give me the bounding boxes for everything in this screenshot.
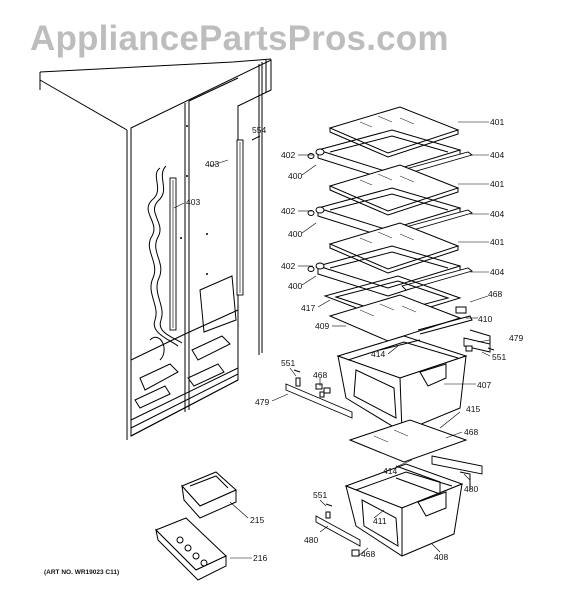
callout-551-left: 551 (281, 358, 295, 368)
callout-554: 554 (252, 125, 266, 135)
egg-bin-216 (155, 517, 227, 581)
callout-402-top: 402 (281, 150, 295, 160)
callout-404-middle: 404 (490, 209, 504, 219)
shelf-glass-top (328, 106, 460, 158)
callout-479-right: 479 (509, 333, 523, 343)
callout-408: 408 (434, 552, 448, 562)
callout-403-left: 403 (186, 197, 200, 207)
callout-480-right: 480 (464, 484, 478, 494)
callout-216: 216 (253, 553, 267, 563)
callout-215: 215 (250, 515, 264, 525)
callout-414-lower: 414 (383, 466, 397, 476)
callout-551-right: 551 (492, 352, 506, 362)
callout-468-lower-left: 468 (361, 549, 375, 559)
drawer-slide-left-upper (285, 377, 353, 419)
crisper-drawer-lower (344, 463, 464, 557)
callout-468-top: 468 (488, 289, 502, 299)
callout-404-lower: 404 (490, 267, 504, 277)
door-bin-215 (181, 471, 237, 519)
callout-551-lower: 551 (313, 490, 327, 500)
leader-lines (173, 121, 491, 559)
callout-labels: 554 403 403 401 402 404 400 401 402 404 … (186, 117, 523, 563)
callout-468-lower-right: 468 (464, 427, 478, 437)
cabinet-liner (39, 58, 272, 440)
callout-402-lower: 402 (281, 261, 295, 271)
callout-401-middle: 401 (490, 179, 504, 189)
callout-400-top: 400 (288, 171, 302, 181)
callout-400-middle: 400 (288, 229, 302, 239)
callout-400-lower: 400 (288, 281, 302, 291)
callout-468-upper-left: 468 (313, 370, 327, 380)
callout-403-right: 403 (205, 159, 219, 169)
drawer-slide-right-lower (431, 455, 483, 490)
callout-407: 407 (477, 380, 491, 390)
callout-411: 411 (373, 516, 387, 526)
shelf-glass-middle (328, 164, 460, 216)
callout-415: 415 (466, 404, 480, 414)
callout-401-lower: 401 (490, 237, 504, 247)
callout-401-top: 401 (490, 117, 504, 127)
lower-crisper-glass (348, 419, 468, 463)
callout-417: 417 (301, 303, 315, 313)
watermark-text: AppliancePartsPros.com (30, 19, 449, 58)
crisper-drawer-upper (336, 335, 468, 433)
shelf-glass-lower (328, 222, 460, 274)
drawer-slide-right-upper (463, 329, 491, 353)
callout-409: 409 (315, 321, 329, 331)
drawer-slide-left-lower (315, 511, 361, 547)
callout-410: 410 (478, 314, 492, 324)
shelf-frame-lower (307, 245, 473, 297)
callout-414-upper: 414 (371, 349, 385, 359)
callout-404-top: 404 (490, 150, 504, 160)
art-number: (ART NO. WR19023 C11) (44, 569, 119, 576)
callout-479-left: 479 (255, 397, 269, 407)
callout-402-middle: 402 (281, 206, 295, 216)
callout-480-left: 480 (304, 535, 318, 545)
